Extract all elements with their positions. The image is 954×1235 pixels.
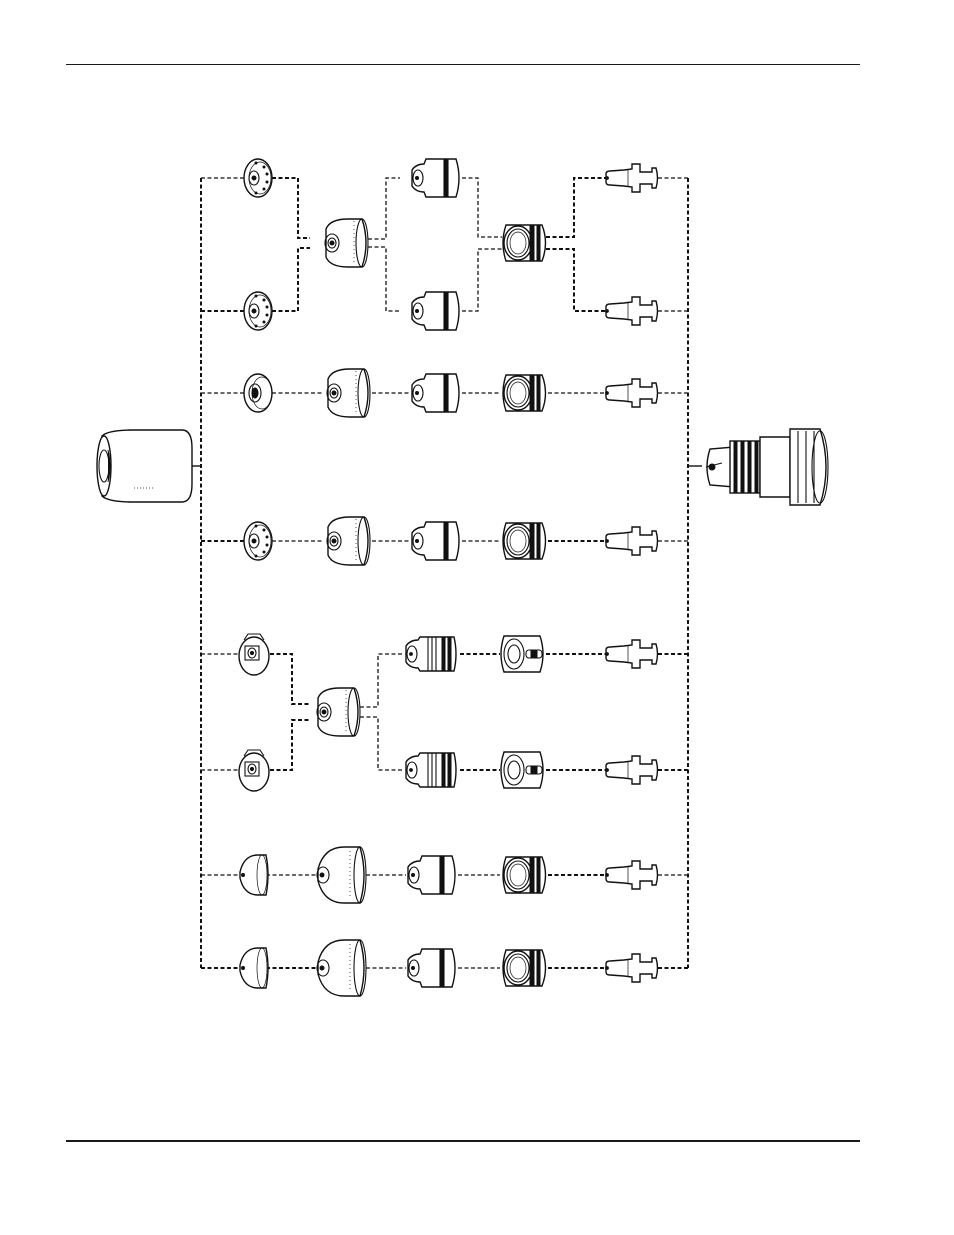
connector-lines <box>190 177 702 969</box>
connector-line <box>360 653 402 708</box>
electrode-part <box>604 163 659 193</box>
shield-cap-part <box>316 687 361 737</box>
swirl-ring-part <box>502 949 547 987</box>
cone-shield-part <box>239 947 269 989</box>
swirl-ring-part <box>502 856 547 894</box>
shield-cap-part <box>324 218 369 268</box>
electrode-part <box>604 639 659 669</box>
electrode-part <box>604 755 659 785</box>
retaining-cap-part <box>316 846 367 904</box>
deflector-part <box>243 158 273 198</box>
retaining-cap-part <box>326 516 371 566</box>
connector-line <box>462 177 502 238</box>
swirl-ring-part <box>502 522 547 560</box>
swirl-ring-part <box>502 224 547 262</box>
connector-line <box>360 716 402 771</box>
electrode-part <box>604 296 659 326</box>
torch-head <box>705 428 829 506</box>
outer-retaining-cap <box>96 429 193 503</box>
electrode-part <box>604 526 659 556</box>
connector-line <box>546 248 606 312</box>
fine-nozzle-part <box>405 636 457 672</box>
connector-line <box>272 247 310 312</box>
connector-line <box>546 177 606 238</box>
connector-line <box>272 177 310 239</box>
fine-swirl-ring-part <box>500 751 544 789</box>
connector-line <box>368 246 400 312</box>
fine-nozzle-part <box>405 752 457 788</box>
connector-line <box>270 719 310 771</box>
connector-line <box>368 177 400 240</box>
nozzle-part <box>407 948 456 988</box>
connector-line <box>270 653 310 705</box>
parts-layer <box>96 158 829 997</box>
deflector-part <box>243 291 273 331</box>
nozzle-part <box>407 855 456 895</box>
cone-shield-part <box>239 854 269 896</box>
header-rule <box>66 64 860 65</box>
nozzle-part <box>411 521 460 561</box>
footer-rule <box>66 1140 860 1142</box>
retaining-cap-part <box>326 368 371 418</box>
shield-part <box>243 521 273 561</box>
electrode-part <box>604 953 659 983</box>
retaining-cap-part <box>316 939 367 997</box>
fine-shield-part <box>238 749 270 792</box>
fine-swirl-ring-part <box>500 635 544 673</box>
swirl-ring-part <box>502 374 547 412</box>
fine-shield-part <box>238 633 270 676</box>
nozzle-part <box>411 373 460 413</box>
connector-line <box>462 248 502 312</box>
nozzle-part <box>411 158 460 198</box>
electrode-part <box>604 860 659 890</box>
electrode-part <box>604 378 659 408</box>
shield-part <box>243 373 273 413</box>
nozzle-part <box>411 291 460 331</box>
